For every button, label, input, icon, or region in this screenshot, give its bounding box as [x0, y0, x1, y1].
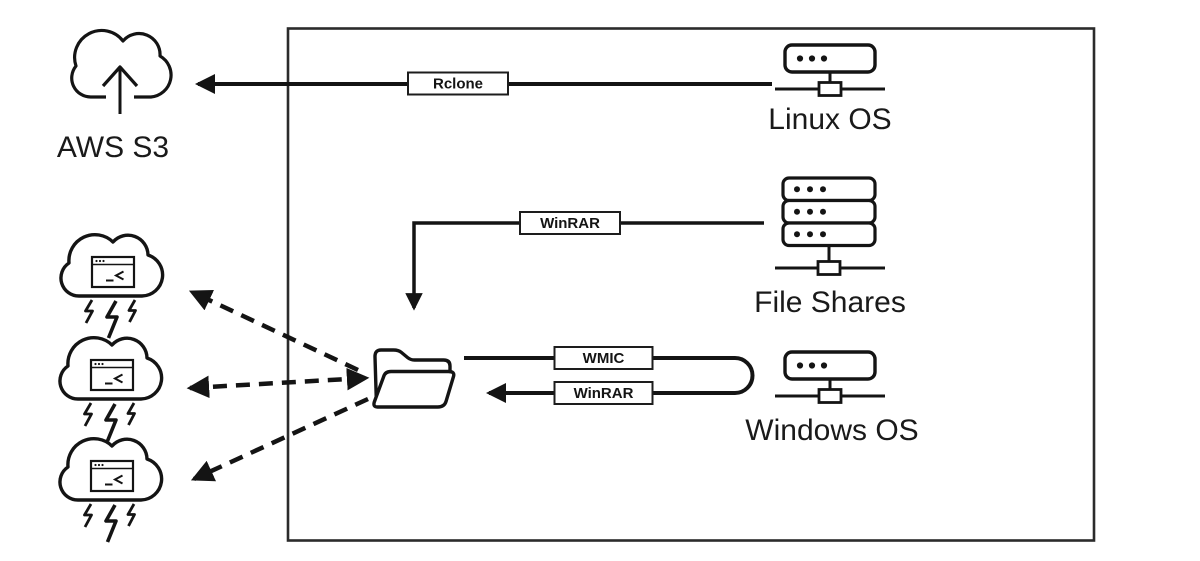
- winrar-fileshares-label: WinRAR: [540, 215, 600, 232]
- network-boundary-box: [286, 27, 1096, 542]
- edge-label-rclone: Rclone: [407, 71, 509, 96]
- server-icon: [773, 350, 887, 405]
- file-shares-label: File Shares: [754, 286, 906, 319]
- windows-node: Windows OS: [745, 350, 919, 447]
- aws-s3-node: AWS S3: [57, 28, 173, 164]
- rclone-label: Rclone: [433, 76, 483, 93]
- storm-cloud-terminal-icon: [58, 335, 164, 443]
- file-shares-node: File Shares: [754, 176, 906, 319]
- edge-folder-to-cloud-1: [188, 289, 359, 373]
- winrar-windows-label: WinRAR: [574, 385, 634, 402]
- wmic-label: WMIC: [583, 350, 625, 367]
- edge-folder-to-cloud-3: [190, 396, 369, 482]
- storm-cloud-terminal-icon: [59, 232, 165, 340]
- linux-os-label: Linux OS: [768, 103, 891, 136]
- cloud-upload-icon: [70, 28, 173, 114]
- staging-folder-node: [372, 348, 456, 409]
- server-stack-icon: [775, 176, 885, 276]
- storm-cloud-terminal-icon: [58, 436, 164, 544]
- aws-s3-label: AWS S3: [57, 131, 169, 164]
- edge-folder-windows-loop: [464, 356, 755, 403]
- windows-os-label: Windows OS: [745, 414, 918, 447]
- edge-label-winrar-fileshares: WinRAR: [519, 211, 621, 235]
- edge-label-winrar-windows: WinRAR: [553, 381, 654, 405]
- open-folder-icon: [372, 348, 456, 409]
- edge-folder-cloud-2: [186, 367, 370, 399]
- server-icon: [773, 43, 887, 98]
- edge-label-wmic: WMIC: [553, 346, 654, 370]
- edge-fileshares-to-folder: [405, 221, 764, 311]
- linux-node: Linux OS: [768, 43, 892, 136]
